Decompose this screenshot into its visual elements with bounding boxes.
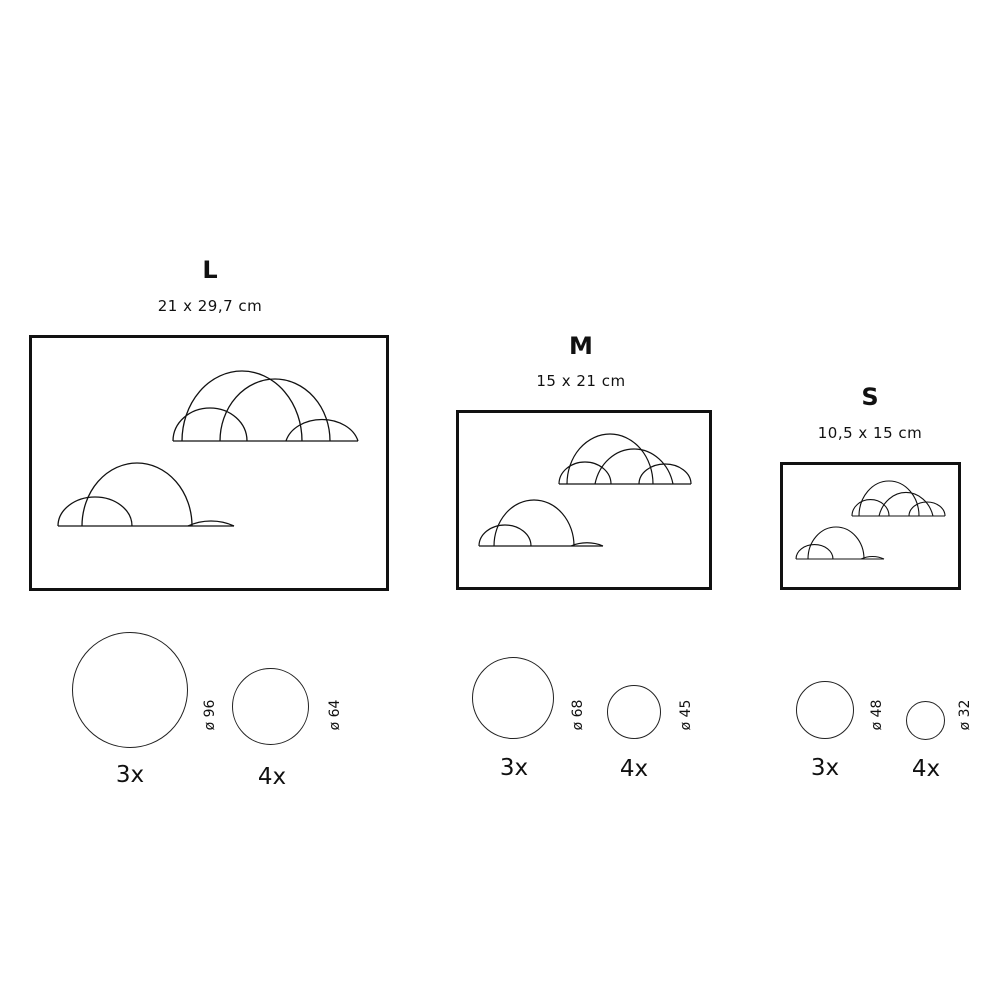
count-small-m: 4x	[619, 756, 649, 782]
circle-large-s	[796, 681, 854, 739]
diameter-large-m: ø 68	[570, 699, 586, 731]
frame-s	[780, 462, 961, 590]
dimensions-l: 21 x 29,7 cm	[157, 297, 263, 315]
size-label-l: L	[202, 256, 218, 284]
count-small-l: 4x	[257, 764, 287, 790]
frame-l	[29, 335, 389, 591]
circle-small-l	[232, 668, 309, 745]
count-small-s: 4x	[911, 756, 941, 782]
frame-m	[456, 410, 712, 590]
diameter-large-s: ø 48	[869, 699, 885, 731]
size-label-s: S	[861, 383, 879, 411]
dimensions-s: 10,5 x 15 cm	[817, 424, 923, 442]
count-large-m: 3x	[499, 755, 529, 781]
circle-large-m	[472, 657, 554, 739]
cloud-illustration-s	[795, 480, 946, 560]
count-large-s: 3x	[810, 755, 840, 781]
dimensions-m: 15 x 21 cm	[536, 372, 626, 390]
circle-large-l	[72, 632, 188, 748]
circle-small-s	[906, 701, 945, 740]
diameter-small-s: ø 32	[957, 699, 973, 731]
diameter-small-l: ø 64	[327, 699, 343, 731]
circle-small-m	[607, 685, 661, 739]
cloud-illustration-l	[57, 370, 359, 527]
size-label-m: M	[569, 332, 593, 360]
diameter-small-m: ø 45	[678, 699, 694, 731]
cloud-illustration-m	[478, 433, 692, 547]
count-large-l: 3x	[115, 762, 145, 788]
diameter-large-l: ø 96	[202, 699, 218, 731]
